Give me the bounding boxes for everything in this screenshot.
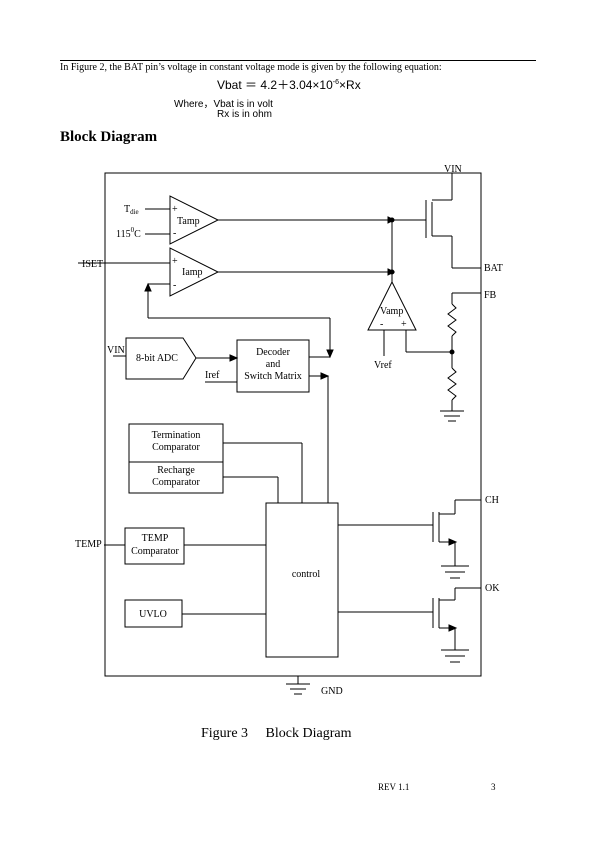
control-block [265, 502, 339, 658]
pin-fb: FB [484, 290, 497, 301]
recharge-line1: Recharge [157, 465, 195, 476]
vref-label: Vref [374, 360, 392, 371]
adc-vin-label: VIN [107, 345, 125, 356]
pin-ch: CH [485, 495, 499, 506]
decoder-line3: Switch Matrix [244, 371, 302, 382]
adc-label: 8-bit ADC [136, 353, 178, 364]
vamp-minus: - [380, 319, 383, 330]
decoder-line2: and [266, 359, 280, 370]
resistor-top [447, 303, 457, 337]
equation-rhs-tail: ×Rx [339, 78, 361, 92]
iamp-minus: - [173, 280, 176, 291]
tamp-minus: - [173, 228, 176, 239]
temp-comp-line1: TEMP [142, 533, 169, 544]
figure-caption: Figure 3 Block Diagram [201, 726, 352, 741]
vamp-amplifier [367, 280, 417, 331]
equation-exponent: -6 [332, 79, 340, 86]
section-heading: Block Diagram [60, 129, 158, 145]
iref-label: Iref [205, 370, 220, 381]
tamp-amplifier [169, 195, 220, 245]
decoder-line1: Decoder [256, 347, 291, 358]
adc-block [125, 337, 197, 380]
resistor-bottom [447, 367, 457, 401]
pin-iset: ISET [82, 259, 103, 270]
recharge-line2: Comparator [152, 477, 200, 488]
tdie-sub: die [130, 208, 139, 216]
temp-115-unit: C [134, 229, 141, 240]
where-rx: Rx is in ohm [217, 109, 273, 120]
vamp-label: Vamp [380, 306, 403, 317]
header-rule [60, 60, 536, 61]
equation-equals: ＝ [245, 78, 258, 92]
iamp-label: Iamp [182, 267, 203, 278]
uvlo-label: UVLO [139, 609, 167, 620]
pin-ok: OK [485, 583, 500, 594]
pin-bat: BAT [484, 263, 503, 274]
vamp-plus: + [401, 319, 407, 330]
revision-label: REV 1.1 [378, 782, 410, 792]
page-number: 3 [491, 782, 496, 792]
tdie-t: T [124, 204, 130, 215]
pin-vin: VIN [444, 164, 462, 175]
temp-comparator [124, 527, 185, 565]
where-label: Where， [174, 99, 214, 110]
temp-comp-line2: Comparator [131, 546, 179, 557]
tdie-label: Tdie [124, 204, 139, 216]
chip-outline [104, 172, 482, 677]
vbat-equation: Vbat ＝ 4.2＋3.04×10-6×Rx [217, 76, 361, 93]
equation-rhs: 4.2＋3.04×10 [260, 78, 333, 92]
temp-115-degree: 0 [131, 226, 135, 234]
intro-text: In Figure 2, the BAT pin’s voltage in co… [60, 62, 442, 73]
where-vbat: Vbat is in volt [213, 99, 273, 110]
decoder-block [236, 339, 310, 393]
pin-gnd: GND [321, 686, 343, 697]
iamp-plus: + [172, 256, 178, 267]
termination-line1: Termination [152, 430, 201, 441]
equation-lhs: Vbat [217, 78, 242, 92]
temp-115-value: 115 [116, 229, 131, 240]
termination-line2: Comparator [152, 442, 200, 453]
temp-115-label: 1150C [116, 226, 141, 240]
where-line: Where，Vbat is in volt [174, 95, 273, 110]
control-label: control [292, 569, 321, 580]
iamp-amplifier [169, 247, 220, 297]
pin-temp: TEMP [75, 539, 102, 550]
tamp-plus: + [172, 204, 178, 215]
tamp-label: Tamp [177, 216, 200, 227]
